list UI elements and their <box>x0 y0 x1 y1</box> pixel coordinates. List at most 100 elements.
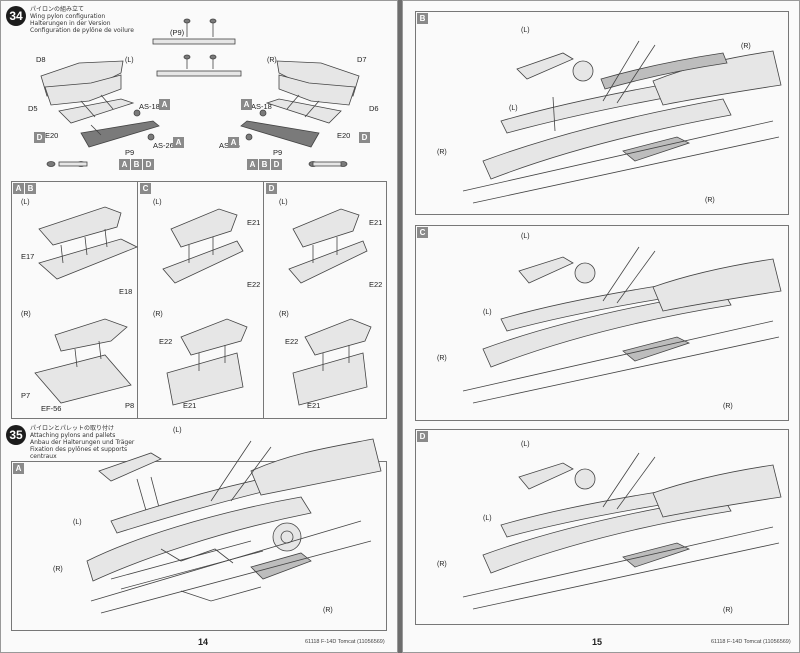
label-left-mid: (L) <box>483 309 492 316</box>
right-page: B (L) (L) (R) (R) (R) C (L) (L) (R) (R) … <box>402 0 800 653</box>
panel-d-badge: D <box>417 431 428 442</box>
step-35-badge: A <box>13 463 24 474</box>
left-page: 34 パイロンの組み立て Wing pylon configuration Ha… <box>0 0 398 653</box>
badge-a-left-lower: A <box>173 137 184 148</box>
panel-c-right-label: (R) <box>153 311 163 318</box>
badge-a: A <box>247 159 258 170</box>
variant-drawings <box>34 206 372 406</box>
part-d5: D5 <box>28 104 38 113</box>
badge-a-right-lower: A <box>228 137 239 148</box>
label-right-bottom: (R) <box>723 403 733 410</box>
label-left-top: (L) <box>521 233 530 240</box>
panel-c-badge: C <box>417 227 428 238</box>
part-e21-bottom: E21 <box>307 401 321 410</box>
step-35-frame <box>11 461 387 631</box>
part-p9-left: P9 <box>125 148 135 157</box>
title-jp: パイロンの組み立て <box>30 6 85 13</box>
label-left-mid: (L) <box>509 105 518 112</box>
title-fr: Configuration de pylône de voilure <box>30 27 134 34</box>
label-right-bottom: (R) <box>723 607 733 614</box>
label-left-mid: (L) <box>73 519 82 526</box>
panel-ab-badges: A B <box>13 183 37 194</box>
badge-d: D <box>143 159 154 170</box>
divider <box>263 181 264 419</box>
panel-d-left-label: (L) <box>279 199 288 206</box>
badge-b: B <box>25 183 36 194</box>
label-left-side: (L) <box>125 57 134 64</box>
label-right-left: (R) <box>437 149 447 156</box>
part-e18: E18 <box>119 287 133 296</box>
title-de: Halterungen in der Version <box>30 20 111 27</box>
part-e22-bottom: E22 <box>285 337 299 346</box>
variant-panels-frame <box>11 181 387 419</box>
step-number: 35 <box>6 425 26 445</box>
badge-b: B <box>259 159 270 170</box>
part-as18-left: AS-18 <box>139 102 160 111</box>
step-number: 34 <box>6 6 26 26</box>
title-en: Wing pylon configuration <box>30 13 106 20</box>
badge-d: D <box>271 159 282 170</box>
product-id: 61118 F-14D Tomcat (11056569) <box>711 639 791 645</box>
label-right-left: (R) <box>53 566 63 573</box>
part-e22-bottom: E22 <box>159 337 173 346</box>
part-d7: D7 <box>357 55 367 64</box>
part-e17: E17 <box>21 252 35 261</box>
part-d6: D6 <box>369 104 379 113</box>
label-right-bottom: (R) <box>705 197 715 204</box>
part-p8: P8 <box>125 401 135 410</box>
panel-c <box>415 225 789 421</box>
step-34-header: 34 パイロンの組み立て Wing pylon configuration Ha… <box>6 6 134 34</box>
label-left-mid: (L) <box>483 515 492 522</box>
panel-ab-left-label: (L) <box>21 199 30 206</box>
part-e22-top: E22 <box>369 280 383 289</box>
badge-group-abd-right: A B D <box>247 159 283 170</box>
aircraft-panels-drawing <box>462 40 782 610</box>
label-right-left: (R) <box>437 561 447 568</box>
badge-a: A <box>13 183 24 194</box>
label-left-top: (L) <box>521 27 530 34</box>
step-titles: パイロンの組み立て Wing pylon configuration Halte… <box>30 6 134 34</box>
title-en: Attaching pylons and pallets <box>30 432 116 439</box>
panel-d <box>415 429 789 625</box>
panel-b <box>415 11 789 215</box>
label-left-top: (L) <box>173 427 182 434</box>
badge-a-left-upper: A <box>159 99 170 110</box>
part-e21-top: E21 <box>247 218 261 227</box>
part-d8: D8 <box>36 55 46 64</box>
part-e21-bottom: E21 <box>183 401 197 410</box>
badge-b: B <box>131 159 142 170</box>
part-p9-top: (P9) <box>170 28 185 37</box>
page-number: 15 <box>592 637 603 647</box>
panel-ab-right-label: (R) <box>21 311 31 318</box>
book-spine <box>398 0 402 653</box>
aircraft-underside-drawing <box>86 438 382 614</box>
badge-a-right-upper: A <box>241 99 252 110</box>
pylon-exploded-drawing <box>40 18 360 167</box>
part-p9-right: P9 <box>273 148 283 157</box>
label-left-top: (L) <box>521 441 530 448</box>
step-35-header: 35 パイロンとパレットの取り付け Attaching pylons and p… <box>6 425 134 460</box>
part-ef56: EF-56 <box>41 404 62 413</box>
label-right-side: (R) <box>267 57 277 64</box>
label-right-left: (R) <box>437 355 447 362</box>
panel-d-right-label: (R) <box>279 311 289 318</box>
product-id: 61118 F-14D Tomcat (11056569) <box>305 639 385 645</box>
panel-b-badge: B <box>417 13 428 24</box>
label-right-bottom: (R) <box>323 607 333 614</box>
badge-a: A <box>119 159 130 170</box>
badge-d-right: D <box>359 132 370 143</box>
part-as26-left: AS-26 <box>153 141 174 150</box>
part-as18-right: AS-18 <box>251 102 272 111</box>
step-titles: パイロンとパレットの取り付け Attaching pylons and pall… <box>30 425 134 460</box>
divider <box>137 181 138 419</box>
part-e22-top: E22 <box>247 280 261 289</box>
part-e20-right: E20 <box>337 131 351 140</box>
part-p7: P7 <box>21 391 31 400</box>
panel-c-left-label: (L) <box>153 199 162 206</box>
panel-d-badge: D <box>266 183 277 194</box>
title-fr: Fixation des pylônes et supports <box>30 446 128 453</box>
title-de: Anbau der Halterungen und Träger <box>30 439 135 446</box>
title-jp: パイロンとパレットの取り付け <box>30 425 115 432</box>
part-e20-left: E20 <box>45 131 59 140</box>
page-number: 14 <box>198 637 209 647</box>
